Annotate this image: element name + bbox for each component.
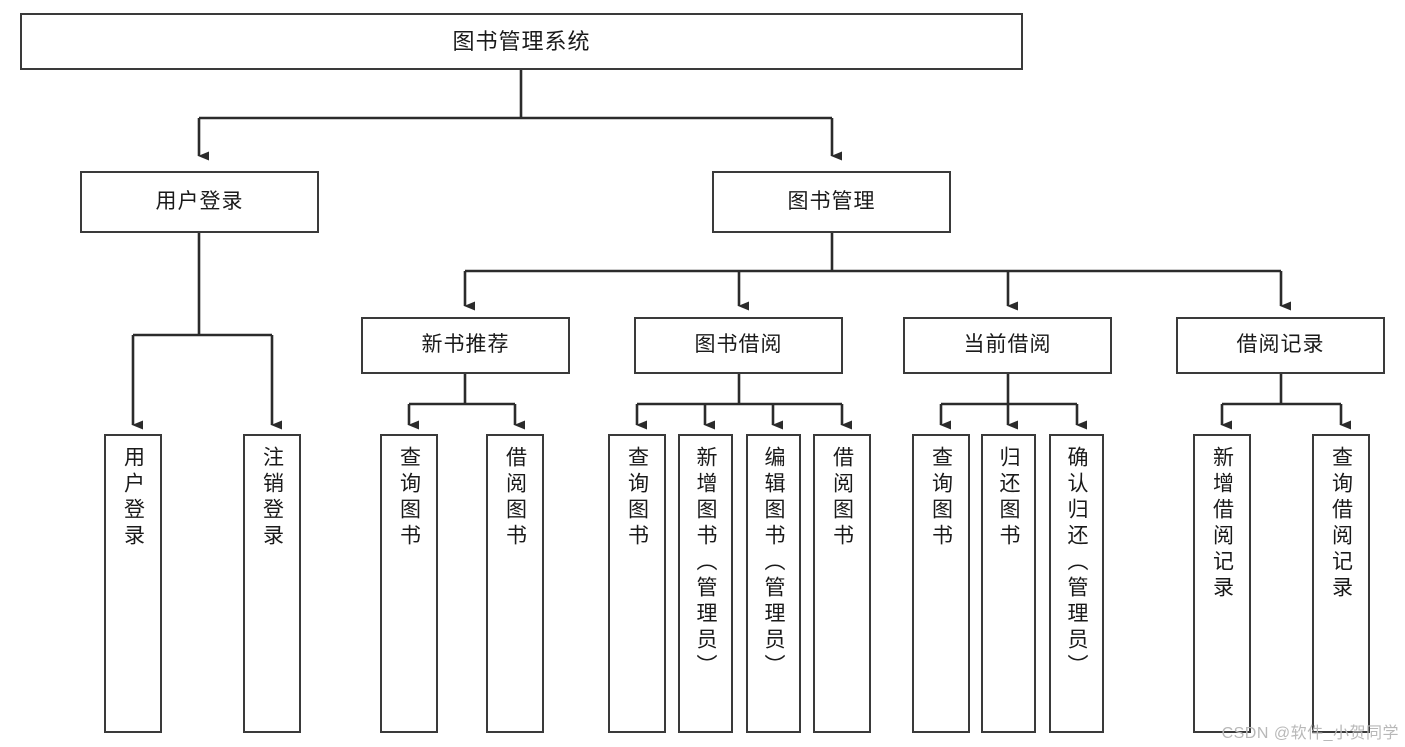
leaf-record-query-record[interactable]: 查询借阅记录	[1312, 434, 1370, 733]
node-label: 借阅图书	[503, 446, 527, 550]
node-root-system[interactable]: 图书管理系统	[20, 13, 1023, 70]
node-label: 查询图书	[929, 446, 953, 550]
node-book-borrow[interactable]: 图书借阅	[634, 317, 843, 374]
csdn-watermark: CSDN @软件_小贺同学	[1221, 725, 1399, 742]
leaf-borrow-borrow-book[interactable]: 借阅图书	[813, 434, 871, 733]
node-borrow-record[interactable]: 借阅记录	[1176, 317, 1385, 374]
node-label: 新增图书（管理员）	[694, 446, 717, 680]
node-new-book-recommend[interactable]: 新书推荐	[361, 317, 570, 374]
node-label: 注销登录	[260, 446, 284, 550]
leaf-record-add-record[interactable]: 新增借阅记录	[1193, 434, 1251, 733]
leaf-current-query-book[interactable]: 查询图书	[912, 434, 970, 733]
node-label: 当前借阅	[963, 333, 1052, 357]
leaf-borrow-edit-book[interactable]: 编辑图书（管理员）	[746, 434, 801, 733]
node-label: 编辑图书（管理员）	[762, 446, 785, 680]
node-label: 归还图书	[997, 446, 1020, 550]
leaf-current-return-book[interactable]: 归还图书	[981, 434, 1036, 733]
leaf-borrow-query-book[interactable]: 查询图书	[608, 434, 666, 733]
leaf-current-confirm-return[interactable]: 确认归还（管理员）	[1049, 434, 1104, 733]
node-label: 借阅记录	[1236, 333, 1325, 357]
node-label: 图书管理系统	[452, 28, 591, 54]
node-label: 新书推荐	[421, 333, 510, 357]
node-user-login[interactable]: 用户登录	[80, 171, 319, 233]
leaf-user-login-logout[interactable]: 注销登录	[243, 434, 301, 733]
node-label: 新增借阅记录	[1210, 446, 1234, 602]
leaf-recommend-borrow-book[interactable]: 借阅图书	[486, 434, 544, 733]
node-label: 查询图书	[397, 446, 421, 550]
node-label: 用户登录	[121, 446, 145, 550]
node-label: 借阅图书	[830, 446, 854, 550]
node-label: 图书管理	[787, 189, 876, 213]
node-label: 确认归还（管理员）	[1065, 446, 1088, 680]
node-label: 查询图书	[625, 446, 649, 550]
node-label: 图书借阅	[694, 333, 783, 357]
leaf-recommend-query-book[interactable]: 查询图书	[380, 434, 438, 733]
node-current-borrow[interactable]: 当前借阅	[903, 317, 1112, 374]
node-label: 用户登录	[155, 189, 244, 213]
leaf-user-login-login[interactable]: 用户登录	[104, 434, 162, 733]
node-book-management[interactable]: 图书管理	[712, 171, 951, 233]
leaf-borrow-add-book[interactable]: 新增图书（管理员）	[678, 434, 733, 733]
node-label: 查询借阅记录	[1329, 446, 1353, 602]
